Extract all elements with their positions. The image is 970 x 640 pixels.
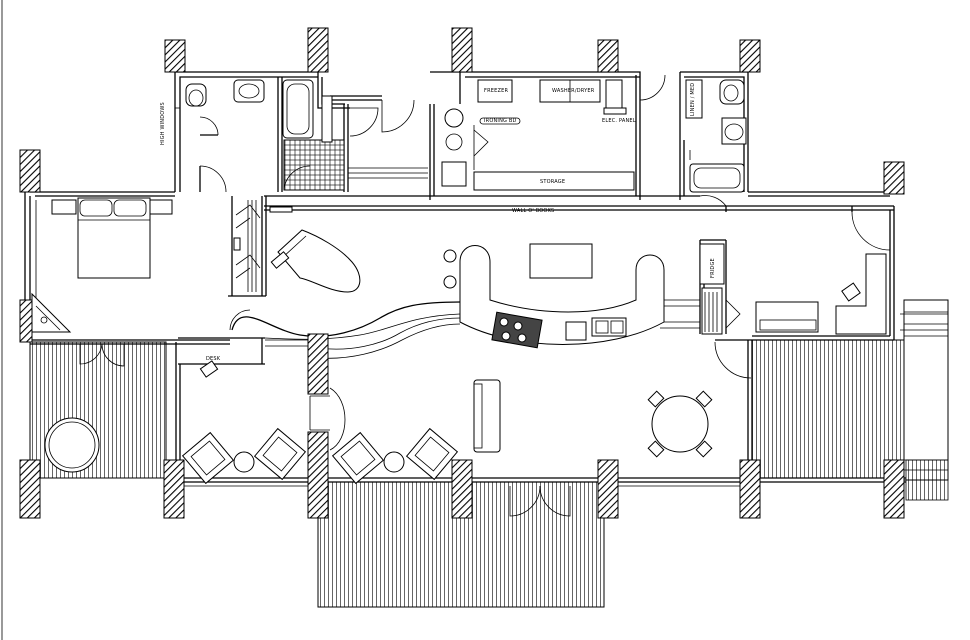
curved-wall-lower2 <box>317 323 461 359</box>
laundry <box>441 79 635 191</box>
grand-piano <box>270 229 361 293</box>
label-freezer: FREEZER <box>484 88 508 94</box>
label-high-windows: HIGH WINDOWS <box>160 102 166 145</box>
hot-tub <box>44 417 100 473</box>
deck-steps <box>903 299 949 481</box>
steps-lines <box>904 311 948 471</box>
guest-bath <box>685 79 747 193</box>
curved-wall-lower <box>317 317 461 350</box>
master-bath <box>175 79 345 191</box>
label-linen: LINEN / MED <box>690 83 696 116</box>
living-room <box>181 360 713 485</box>
office <box>755 253 887 335</box>
kitchen <box>443 243 741 349</box>
bedroom <box>31 197 293 333</box>
label-washer-dryer: WASHER/DRYER <box>552 88 595 94</box>
right-deck <box>751 339 905 479</box>
pillars <box>19 27 905 519</box>
label-desk: DESK <box>206 356 221 362</box>
hot-tub-inner <box>48 421 96 469</box>
label-storage: STORAGE <box>540 179 565 185</box>
label-fridge: FRIDGE <box>710 258 716 278</box>
label-ironing: IRONING BD <box>484 118 517 124</box>
doors <box>79 74 891 517</box>
label-elec-panel: ELEC. PANEL <box>602 118 636 124</box>
lower-steps <box>905 459 949 501</box>
label-wall-o-books: WALL O' BOOKS <box>512 208 554 214</box>
curved-wall-mid <box>264 313 461 340</box>
curved-wall-upper <box>231 301 461 337</box>
